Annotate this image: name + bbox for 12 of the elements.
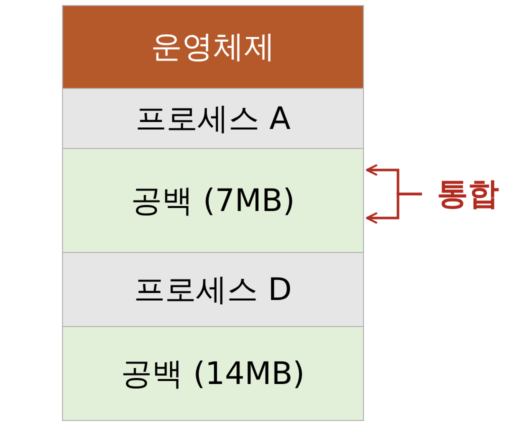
arrow [366,192,422,224]
memory-block [62,326,364,421]
block-label: 공백 (14MB) [121,354,305,394]
block-label: 프로세스 D [134,270,292,310]
memory-block [62,148,364,253]
memory-block [62,5,364,89]
block-label: 공백 (7MB) [131,182,295,220]
memory-block [62,252,364,327]
block-label: 프로세스 A [135,100,291,138]
memory-block [62,88,364,149]
block-label: 운영체제 [151,28,275,67]
annotation-text: 통합 [437,175,499,214]
